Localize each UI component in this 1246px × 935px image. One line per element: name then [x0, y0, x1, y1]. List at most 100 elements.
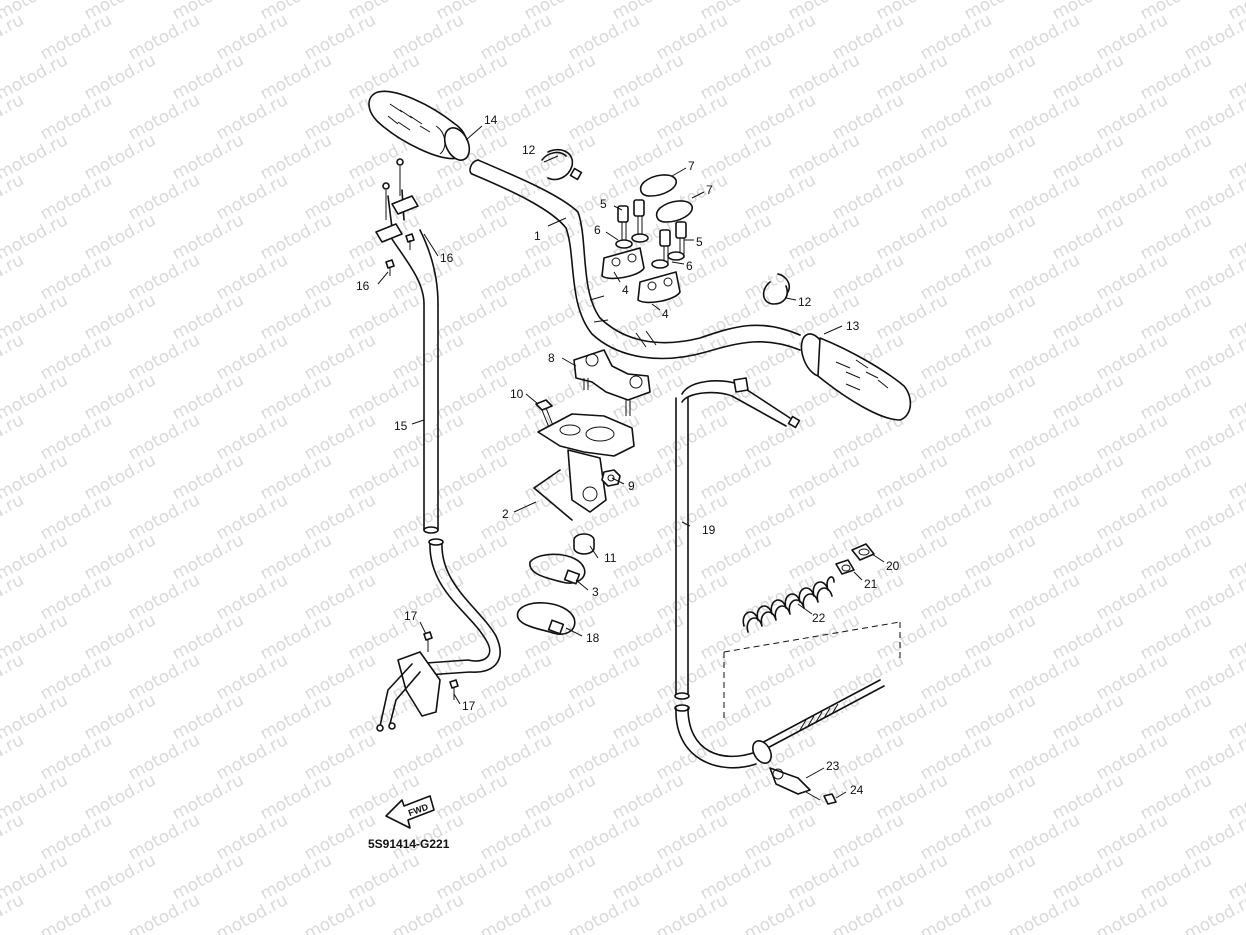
screw-part-17b — [449, 679, 459, 700]
callout-16a: 16 — [440, 251, 454, 265]
callout-3: 3 — [592, 585, 599, 599]
throttle-cable-part-15 — [375, 158, 501, 677]
watermark-text: motod.ru — [0, 250, 27, 304]
callout-10: 10 — [510, 387, 524, 401]
watermark-text: motod.ru — [0, 330, 27, 384]
diagram-code: 5S91414-G221 — [368, 837, 450, 851]
cable-clip-part-12b — [762, 273, 791, 305]
watermark-text: motod.ru — [1181, 890, 1246, 935]
screw-part-17a — [423, 631, 433, 652]
watermark-text: motod.ru — [1181, 490, 1246, 544]
callout-6b: 6 — [686, 259, 693, 273]
band-part-3 — [529, 553, 586, 585]
watermark-text: motod.ru — [0, 90, 27, 144]
callout-9: 9 — [628, 479, 635, 493]
watermark-text: motod.ru — [1093, 890, 1171, 935]
watermark-text: motod.ru — [565, 890, 643, 935]
watermark-text: motod.ru — [0, 490, 27, 544]
callout-4b: 4 — [662, 307, 669, 321]
watermark-text: motod.ru — [213, 890, 291, 935]
callout-21: 21 — [864, 577, 878, 591]
steering-bracket-part-2 — [533, 413, 635, 521]
watermark-text: motod.ru — [0, 170, 27, 224]
watermark-text: motod.ru — [917, 890, 995, 935]
callout-7a: 7 — [688, 159, 695, 173]
callout-17a: 17 — [404, 609, 418, 623]
callout-1: 1 — [534, 229, 541, 243]
brake-cable-part-19 — [674, 377, 801, 769]
watermark-text: motod.ru — [1181, 730, 1246, 784]
watermark-text: motod.ru — [389, 890, 467, 935]
callout-labels: 14 12 1 7 7 5 6 4 5 6 4 12 13 16 16 15 8… — [356, 113, 900, 797]
callout-12a: 12 — [522, 143, 536, 157]
watermark-text: motod.ru — [125, 890, 203, 935]
bolt-part-24 — [805, 791, 837, 805]
callout-11: 11 — [604, 551, 617, 565]
cable-clip-part-12a — [541, 148, 583, 181]
handlebar-holder-part-4a — [601, 247, 645, 280]
leader-lines — [377, 125, 885, 799]
watermark-text: motod.ru — [741, 890, 819, 935]
callout-19: 19 — [702, 523, 716, 537]
callout-8: 8 — [548, 351, 555, 365]
adjuster-nut-part-21 — [835, 559, 855, 575]
screw-part-16b — [385, 259, 395, 276]
watermark-text: motod.ru — [1181, 170, 1246, 224]
watermark-text: motod.ru — [1181, 650, 1246, 704]
watermark-text: motod.ru — [0, 730, 27, 784]
fwd-arrow-icon: FWD — [385, 795, 435, 829]
watermark-text: motod.ru — [1181, 90, 1246, 144]
screw-part-16a — [405, 233, 415, 250]
watermark-text: motod.ru — [477, 890, 555, 935]
callout-18: 18 — [586, 631, 600, 645]
callout-6a: 6 — [594, 223, 601, 237]
watermark-text: motod.ru — [0, 650, 27, 704]
watermark-text: motod.ru — [1181, 10, 1246, 64]
callout-13: 13 — [846, 319, 860, 333]
collar-part-11 — [573, 533, 595, 555]
watermark-text: motod.ru — [37, 890, 115, 935]
nut-part-9 — [601, 469, 621, 487]
bolt-part-5b — [659, 221, 687, 266]
callout-16b: 16 — [356, 279, 370, 293]
callout-22: 22 — [812, 611, 826, 625]
callout-15: 15 — [394, 419, 408, 433]
watermark-text: motod.ru — [0, 10, 27, 64]
watermark-text: motod.ru — [1181, 330, 1246, 384]
callout-17b: 17 — [462, 699, 476, 713]
watermark-text: motod.ru — [1181, 570, 1246, 624]
watermark-text: motod.ru — [0, 410, 27, 464]
spring-part-22 — [742, 576, 835, 633]
callout-5b: 5 — [696, 235, 703, 249]
cable-junction-bracket — [376, 651, 441, 732]
lower-holder-part-8 — [573, 349, 651, 416]
callout-7b: 7 — [706, 183, 713, 197]
callout-4a: 4 — [622, 283, 629, 297]
watermark-text: motod.ru — [0, 810, 27, 864]
cap-part-7a — [639, 174, 677, 197]
brake-rod-assembly — [723, 621, 901, 764]
watermark-text: motod.ru — [1225, 0, 1246, 24]
callout-20: 20 — [886, 559, 900, 573]
handlebar-holder-part-4b — [637, 271, 681, 304]
cap-part-7b — [655, 200, 693, 223]
watermark-text: motod.ru — [0, 570, 27, 624]
watermark-text: motod.ru — [301, 890, 379, 935]
handlebar-part-1 — [469, 159, 801, 360]
watermark-text: motod.ru — [653, 890, 731, 935]
watermark-text: motod.ru — [829, 890, 907, 935]
callout-12b: 12 — [798, 295, 812, 309]
watermark-text: motod.ru — [1005, 890, 1083, 935]
bolt-part-10 — [535, 399, 555, 431]
callout-5a: 5 — [600, 197, 607, 211]
callout-23: 23 — [826, 759, 840, 773]
callout-24: 24 — [850, 783, 864, 797]
callout-14: 14 — [484, 113, 498, 127]
adjuster-nut-part-20 — [851, 543, 875, 561]
watermark-text: motod.ru — [1181, 410, 1246, 464]
washer-part-6b — [651, 251, 685, 269]
bolt-part-5a — [617, 199, 645, 242]
